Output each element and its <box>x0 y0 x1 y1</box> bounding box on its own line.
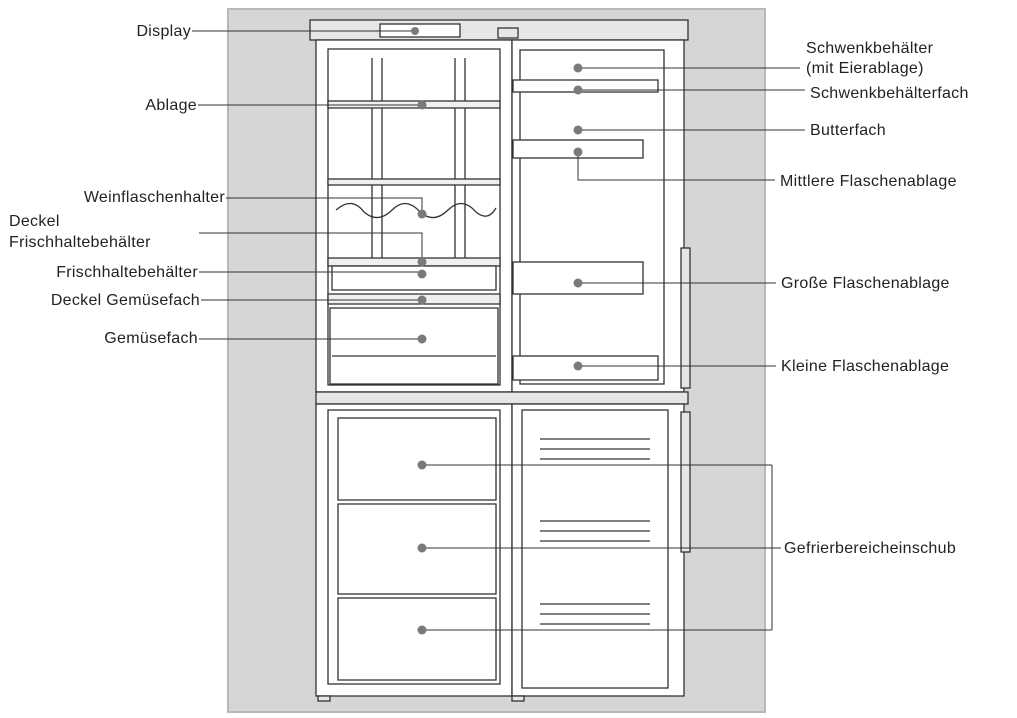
label-schwenk-2: (mit Eierablage) <box>806 60 924 77</box>
marker-dot <box>573 361 583 371</box>
door-hinge-top <box>497 27 519 39</box>
marker-dot <box>417 209 427 219</box>
veg-drawer-lid <box>327 293 501 305</box>
marker-dot <box>411 27 419 35</box>
marker-dot <box>417 257 427 267</box>
marker-dot <box>417 100 427 110</box>
label-frischhaltebehaelter: Frischhaltebehälter <box>56 264 198 281</box>
marker-dot <box>417 295 427 305</box>
fresh-box <box>331 265 497 291</box>
label-ablage: Ablage <box>145 97 197 114</box>
marker-dot <box>417 543 427 553</box>
label-deckel-frisch-1: Deckel <box>9 213 60 230</box>
freezer-drawer <box>337 503 497 595</box>
wine-rack-bar <box>327 178 501 186</box>
marker-dot <box>417 334 427 344</box>
freezer-door-inner <box>521 409 669 689</box>
marker-dot <box>417 625 427 635</box>
label-schwenkfach: Schwenkbehälterfach <box>810 85 969 102</box>
label-butterfach: Butterfach <box>810 122 886 139</box>
freezer-drawer <box>337 597 497 681</box>
fridge-door-inner <box>519 49 665 385</box>
door-bin <box>512 355 659 381</box>
label-deckel-frisch-2: Frischhaltebehälter <box>9 234 151 251</box>
leader-mittlere <box>577 152 775 181</box>
leader-deckel-frisch <box>199 232 423 262</box>
label-weinflaschenhalter: Weinflaschenhalter <box>83 189 225 206</box>
marker-dot <box>573 125 583 135</box>
marker-dot <box>573 63 583 73</box>
foot <box>511 695 525 702</box>
leader-weinflaschenhalter <box>226 197 423 214</box>
label-gefrier: Gefrierbereicheinschub <box>784 540 957 557</box>
foot <box>317 695 331 702</box>
door-handle <box>680 247 691 389</box>
marker-dot <box>573 147 583 157</box>
label-grosse: Große Flaschenablage <box>781 275 950 292</box>
label-schwenk-1: Schwenkbehälter <box>806 40 934 57</box>
freezer-drawer <box>337 417 497 501</box>
veg-drawer <box>329 307 499 385</box>
middle-divider <box>315 391 689 405</box>
door-bin <box>512 261 644 295</box>
marker-dot <box>573 85 583 95</box>
door-bin <box>512 79 659 93</box>
label-display: Display <box>136 23 191 40</box>
label-mittlere: Mittlere Flaschenablage <box>780 173 957 190</box>
fresh-box-lid <box>327 257 501 267</box>
label-kleine: Kleine Flaschenablage <box>781 358 950 375</box>
label-deckel-gemuesefach: Deckel Gemüsefach <box>50 292 200 309</box>
label-gemuesefach: Gemüsefach <box>104 330 198 347</box>
marker-dot <box>417 460 427 470</box>
freezer-door-handle <box>680 411 691 553</box>
marker-dot <box>573 278 583 288</box>
marker-dot <box>417 269 427 279</box>
